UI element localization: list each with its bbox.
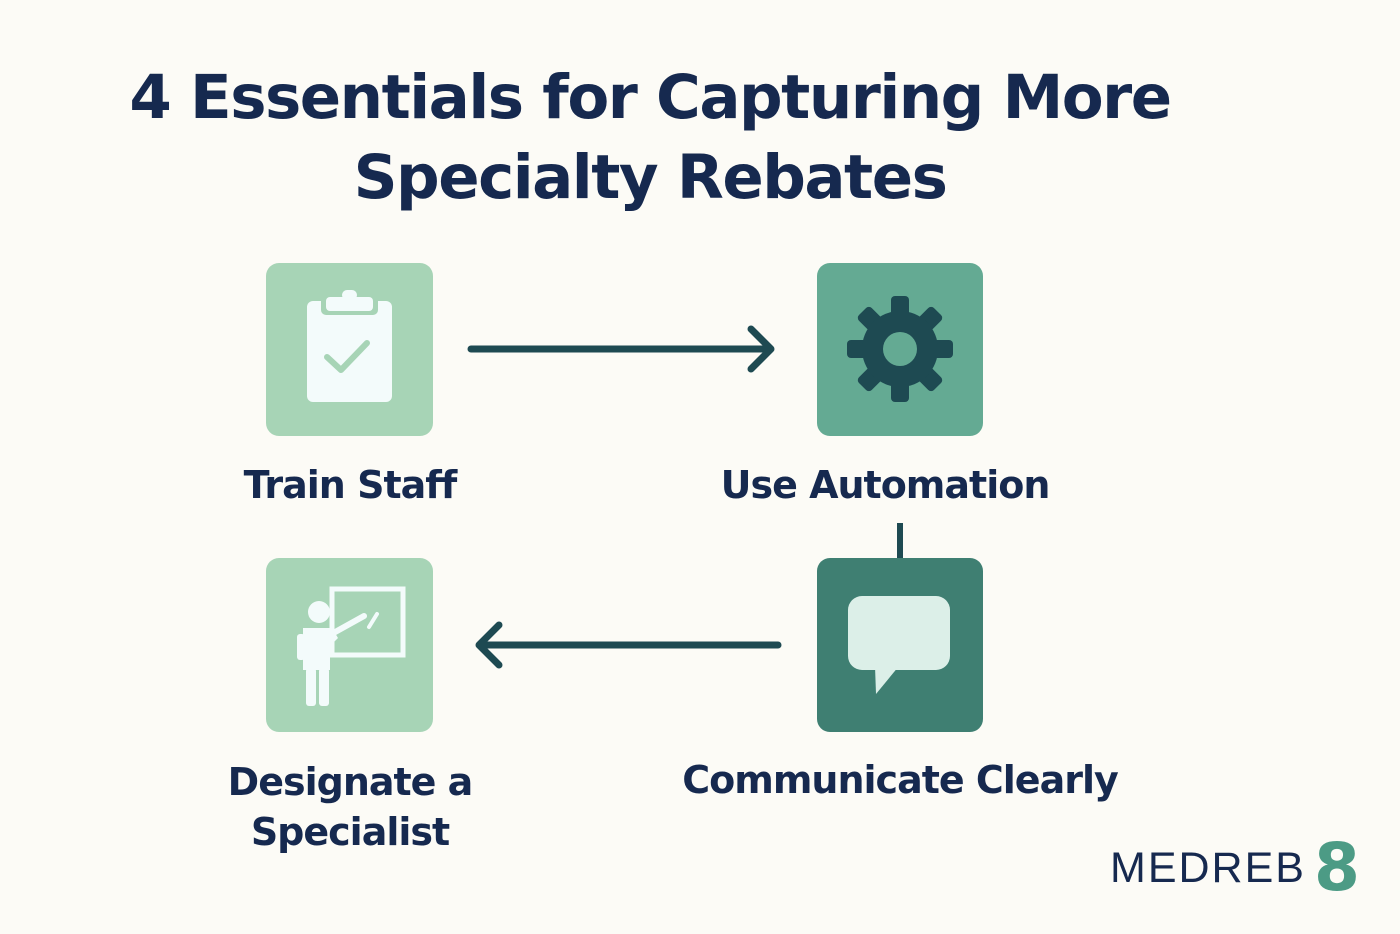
arrow-communicate-to-designate bbox=[475, 621, 782, 669]
title-line-1: 4 Essentials for Capturing More bbox=[129, 62, 1172, 133]
speech-bubble-icon bbox=[848, 596, 950, 694]
label-use-automation: Use Automation bbox=[720, 463, 1051, 507]
label-train-staff: Train Staff bbox=[243, 463, 458, 507]
label-designate-specialist: Designate a Specialist bbox=[200, 757, 500, 857]
arrow-train-to-automation bbox=[467, 325, 775, 373]
tile-train-staff bbox=[266, 263, 433, 436]
clipboard-check-icon bbox=[307, 290, 392, 402]
label-communicate-clearly: Communicate Clearly bbox=[682, 758, 1119, 802]
brand-mark: 8 bbox=[1313, 829, 1360, 906]
teacher-whiteboard-icon bbox=[297, 586, 406, 706]
label-designate-line-2: Specialist bbox=[250, 810, 450, 854]
label-designate-line-1: Designate a bbox=[227, 760, 474, 804]
page-title: 4 Essentials for Capturing More Specialt… bbox=[100, 58, 1200, 218]
tile-communicate-clearly bbox=[817, 558, 983, 732]
brand-wordmark: MEDREB bbox=[1110, 843, 1306, 892]
tile-use-automation bbox=[817, 263, 983, 436]
gear-icon bbox=[847, 296, 953, 402]
brand-logo: MEDREB 8 bbox=[1110, 835, 1360, 901]
title-line-2: Specialty Rebates bbox=[353, 142, 948, 213]
tile-designate-specialist bbox=[266, 558, 433, 732]
